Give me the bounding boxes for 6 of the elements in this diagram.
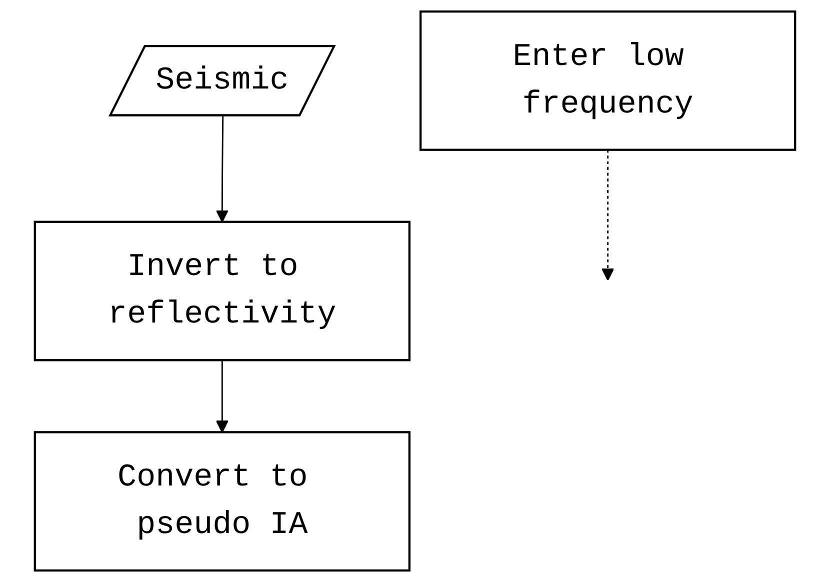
- node-box: Invert to reflectivity: [34, 220, 411, 362]
- node-box: Enter low frequency: [419, 10, 796, 151]
- arrow: [216, 116, 228, 222]
- node-box: Convert to pseudo IA: [34, 431, 411, 572]
- arrow: [602, 150, 614, 281]
- arrow: [216, 360, 228, 433]
